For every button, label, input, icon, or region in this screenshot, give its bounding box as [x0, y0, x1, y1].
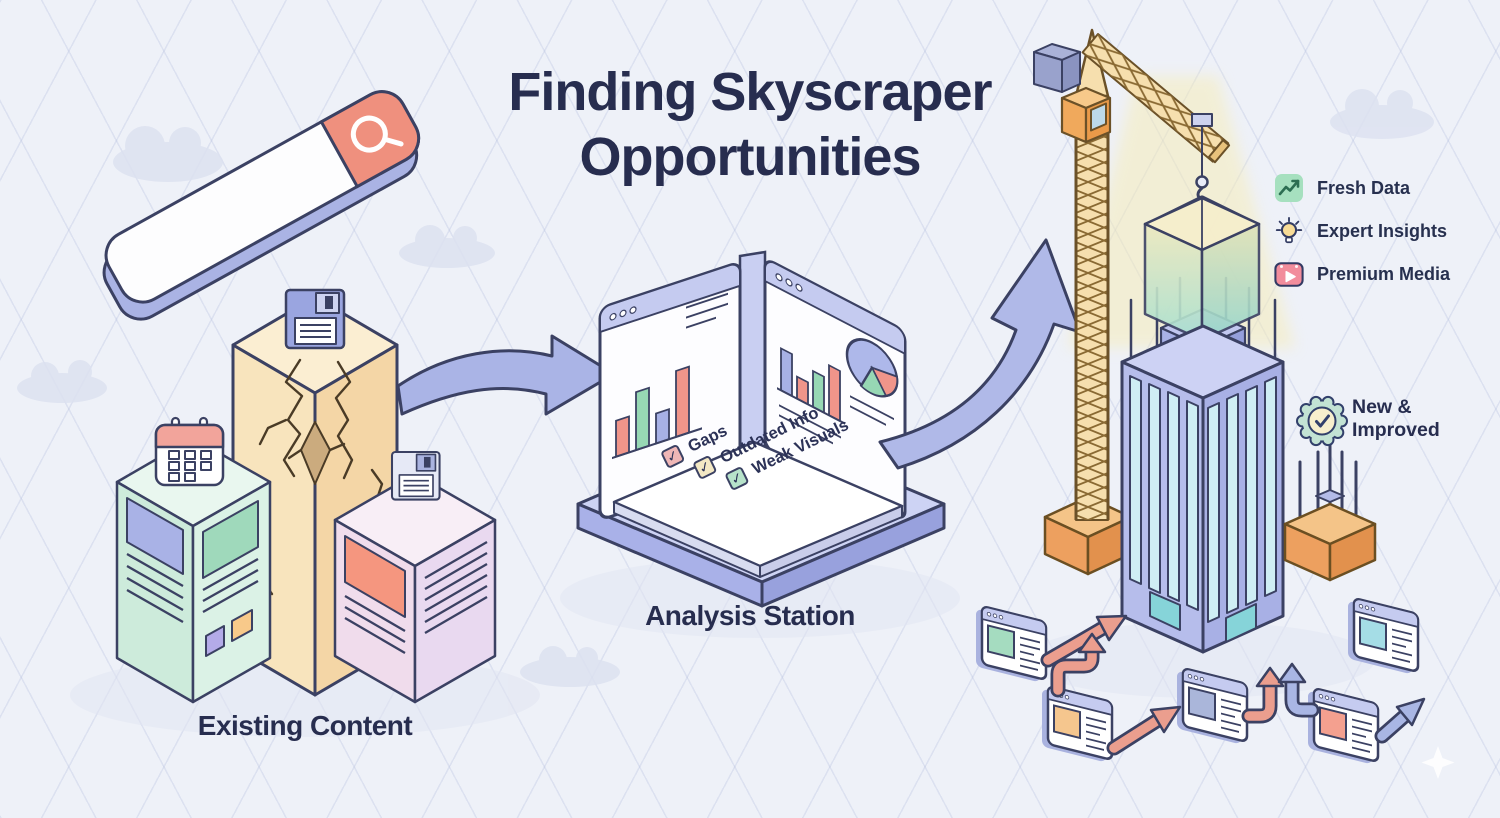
analysis-station-label: Analysis Station: [645, 600, 855, 631]
rosette-check-icon: [1294, 393, 1350, 449]
right-screen: [763, 260, 907, 519]
backlink-arrow-blue: [1374, 697, 1426, 744]
glass-cube: [1143, 195, 1261, 342]
cloud: [520, 646, 620, 687]
pie-chart-icon: [845, 338, 899, 398]
search-bar-illustration: [102, 90, 421, 321]
counterweight: [1033, 43, 1081, 93]
feature-fresh-data: Fresh Data: [1274, 172, 1410, 204]
backlink-arrow-salmon: [1040, 614, 1128, 668]
flow-arrow-right: [396, 334, 616, 416]
cloud: [399, 225, 495, 268]
page-title: Finding Skyscraper Opportunities: [508, 62, 992, 187]
backlink-arrow-salmon: [1050, 632, 1107, 698]
cloud: [17, 360, 107, 403]
bar-chart-icon: [777, 346, 845, 425]
backlink-arrow-salmon: [1241, 666, 1285, 724]
browser-window: [976, 606, 1048, 682]
feature-label: Fresh Data: [1317, 177, 1411, 198]
checkbox-checked-icon: [692, 454, 718, 481]
pink-content-card: [333, 450, 497, 704]
entrance-door: [1225, 603, 1257, 643]
play-video-icon: [1274, 259, 1304, 289]
backlink-arrow-blue: [1277, 662, 1320, 718]
browser-window: [1308, 688, 1380, 764]
sparkle-icon: [1421, 746, 1455, 779]
cloud: [113, 126, 223, 182]
cloud: [1330, 89, 1434, 139]
feature-label: Expert Insights: [1317, 220, 1448, 241]
checklist-panel: [612, 440, 904, 578]
browser-window: [1348, 598, 1420, 674]
green-content-card: [115, 416, 272, 704]
existing-content-label: Existing Content: [197, 710, 413, 741]
floppy-disk-icon: [390, 450, 441, 501]
browser-window: [1042, 686, 1114, 762]
skyscraper-building: [1120, 324, 1285, 654]
foundation-block: [1283, 442, 1377, 582]
floppy-disk-icon: [284, 288, 346, 350]
browser-window: [1177, 668, 1249, 744]
checkbox-checked-icon: [724, 465, 750, 492]
window-strips: [1129, 375, 1277, 623]
growth-arrow: [878, 238, 1082, 470]
feature-premium-media: Premium Media: [1274, 258, 1450, 290]
backlink-arrow-salmon: [1106, 705, 1182, 756]
lightbulb-icon: [1274, 216, 1304, 246]
calendar-icon: [154, 416, 225, 487]
feature-label: Premium Media: [1317, 263, 1451, 284]
left-screen: [598, 262, 742, 519]
entrance-door: [1149, 591, 1181, 631]
construction-crane: [1033, 28, 1231, 576]
search-icon: [350, 115, 404, 153]
trend-up-icon: [1274, 173, 1304, 203]
crane-cab: [1060, 86, 1112, 144]
bar-chart-icon: [612, 365, 702, 460]
new-improved-badge-label: New & Improved: [1352, 396, 1440, 441]
feature-expert-insights: Expert Insights: [1274, 215, 1447, 247]
